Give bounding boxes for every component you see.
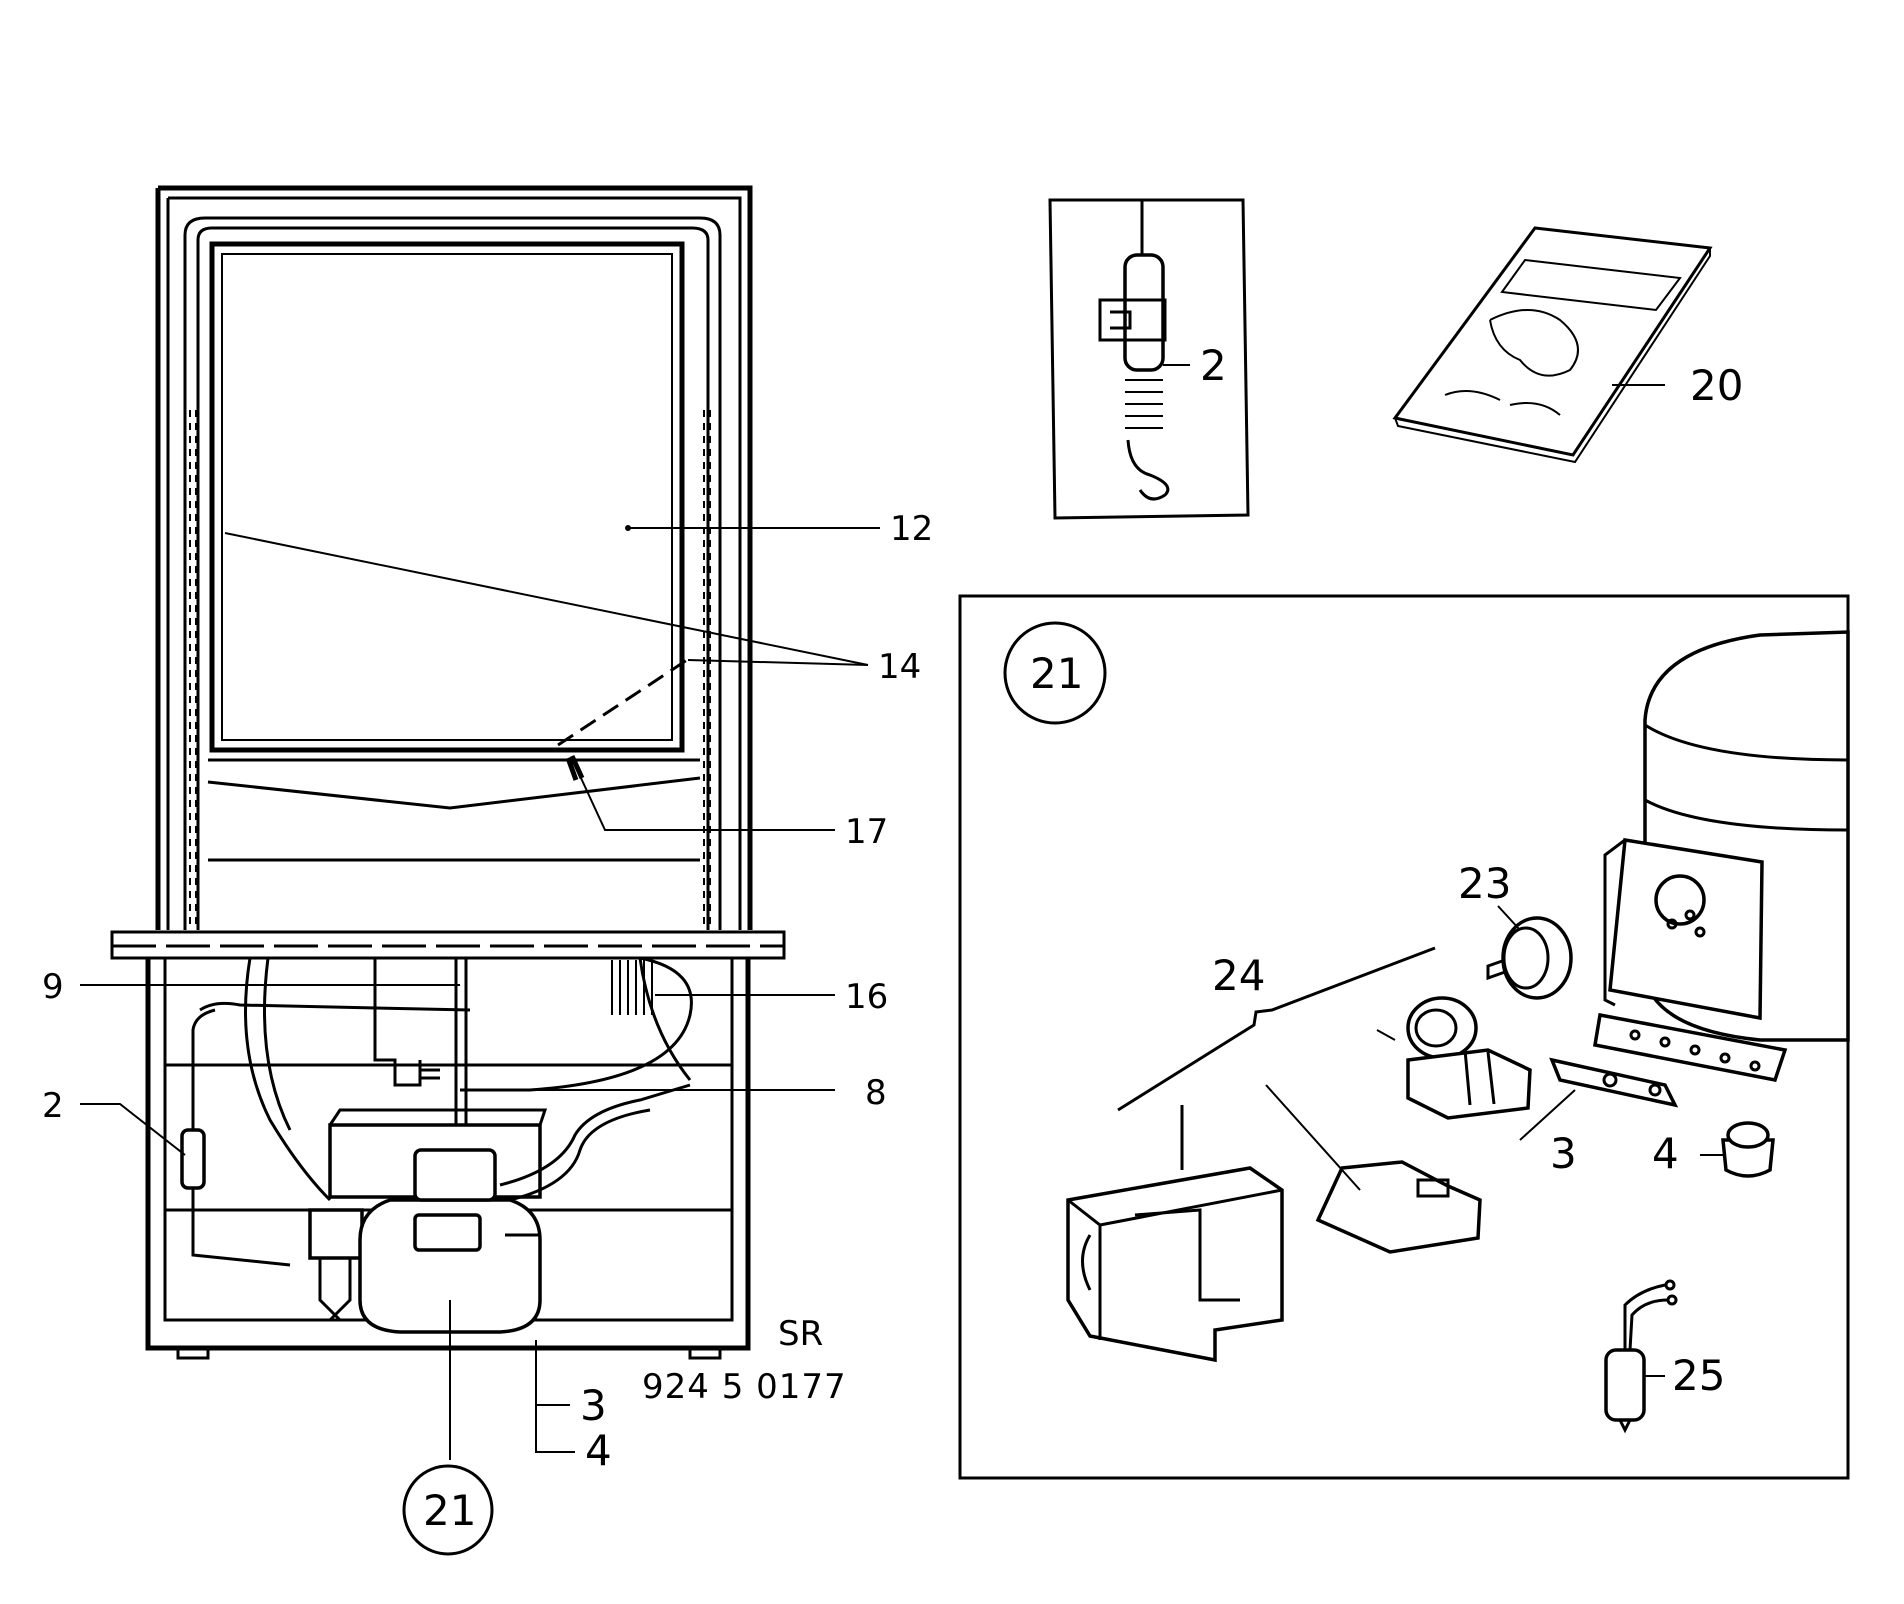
callout-12: 12 [890,509,933,549]
condenser-grille-left [189,410,197,925]
wire-cluster [611,960,653,1015]
instruction-booklet [1392,226,1713,464]
callout-23: 23 [1458,859,1511,908]
callout-16: 16 [845,977,888,1017]
condenser-grille-right [703,410,711,925]
callout-circle-21-box [1003,621,1107,725]
callout-3-main: 3 [580,1381,607,1430]
callout-3-box: 3 [1550,1129,1577,1178]
capacitor [1604,1279,1678,1434]
callout-4-main: 4 [585,1426,612,1475]
overload-protector [1486,916,1573,1000]
callout-14: 14 [878,647,921,687]
callout-9: 9 [42,967,64,1007]
grommet [1721,1121,1775,1178]
callout-circle-21-main [402,1464,494,1556]
callout-8: 8 [865,1073,887,1113]
refrigerator-cabinet [80,185,880,1460]
compressor-main [328,1083,691,1334]
drawing-code: 924 5 0177 [642,1367,847,1407]
callout-2-main: 2 [42,1086,64,1126]
callout-17: 17 [845,812,888,852]
callout-25: 25 [1672,1351,1725,1400]
sensor-inset [1048,198,1250,520]
thermostat-sensor-main [180,1128,206,1190]
callout-labels: 12 14 17 9 16 8 2 SR 924 5 0177 3 4 21 2… [42,341,1743,1556]
callout-4-box: 4 [1652,1129,1679,1178]
base-plate-holes [1629,1029,1761,1072]
callout-21-main: 21 [423,1486,476,1535]
callout-20: 20 [1690,361,1743,410]
rear-panel [209,241,685,753]
model-mark: SR [778,1314,823,1354]
callout-2-inset: 2 [1200,341,1227,390]
relay-assembly [1066,946,1532,1363]
callout-24: 24 [1212,951,1265,1000]
leader-lines-main [80,525,880,1460]
exploded-compressor-box [958,594,1850,1480]
leader-lines-box [1265,905,1724,1377]
relay-box [308,1208,364,1260]
callout-21-box: 21 [1030,649,1083,698]
